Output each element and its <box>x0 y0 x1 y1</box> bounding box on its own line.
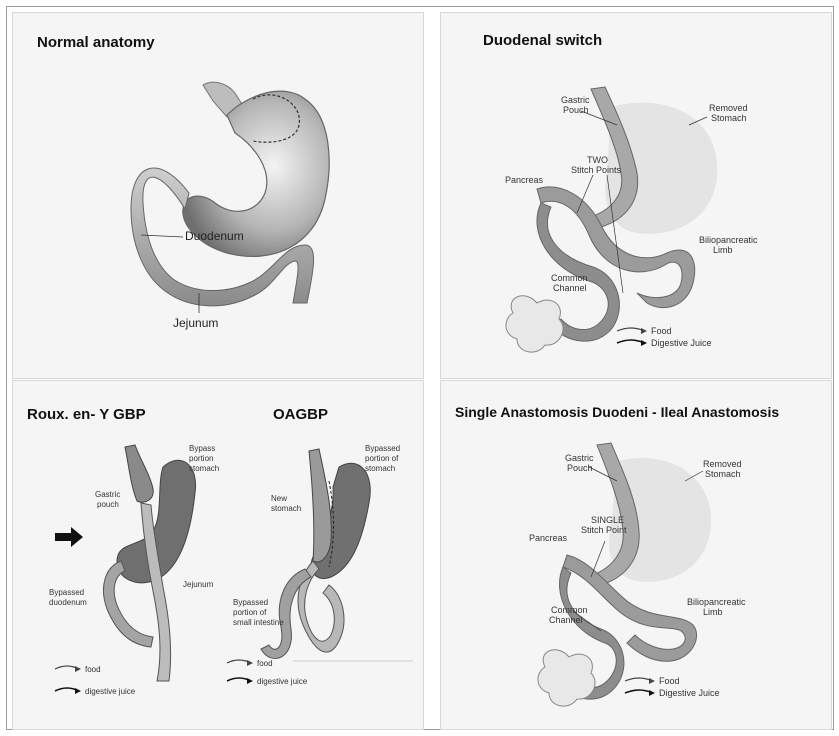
label-gastric-1: Gastric <box>561 95 590 105</box>
colon <box>538 650 595 706</box>
oa-label-food: food <box>257 659 273 668</box>
oa-label-bypassed-2: portion of <box>365 454 399 463</box>
food-arrow-icon <box>625 678 653 681</box>
label-bilio-1: Biliopancreatic <box>699 235 758 245</box>
label-bilio-2: Limb <box>703 607 723 617</box>
label-common-2: Channel <box>549 615 583 625</box>
rny-label-gastric-2: pouch <box>97 500 119 509</box>
label-digestive-juice: Digestive Juice <box>659 688 720 698</box>
rny-label-jejunum: Jejunum <box>183 580 214 589</box>
label-stitch-2: Stitch Point <box>581 525 627 535</box>
label-stitch-2: Stitch Points <box>571 165 622 175</box>
panel-sadi: Single Anastomosis Duodeni - Ileal Anast… <box>440 380 832 730</box>
rny-label-bypass-3: stomach <box>189 464 219 473</box>
colon <box>506 296 563 352</box>
label-gastric-2: Pouch <box>567 463 593 473</box>
oa-label-bypassed-1: Bypassed <box>365 444 400 453</box>
normal-anatomy-illustration: Duodenum Jejunum <box>13 13 424 379</box>
rny-label-juice: digestive juice <box>85 687 136 696</box>
oa-label-bypassed-3: stomach <box>365 464 395 473</box>
label-removed-1: Removed <box>709 103 748 113</box>
label-stitch-1: SINGLE <box>591 515 624 525</box>
label-removed-1: Removed <box>703 459 742 469</box>
food-arrow-icon <box>617 328 645 331</box>
rny-label-bypass-1: Bypass <box>189 444 215 453</box>
label-removed-2: Stomach <box>711 113 747 123</box>
rny-label-bypassed-2: duodenum <box>49 598 87 607</box>
label-jejunum: Jejunum <box>173 316 218 330</box>
rny-label-bypassed-1: Bypassed <box>49 588 84 597</box>
label-food: Food <box>659 676 680 686</box>
oa-label-juice: digestive juice <box>257 677 308 686</box>
oa-label-si-3: small intestine <box>233 618 284 627</box>
rny-gastric-pouch <box>125 445 153 502</box>
label-digestive-juice: Digestive Juice <box>651 338 712 348</box>
digestive-juice-arrow-icon <box>625 690 653 693</box>
label-gastric-2: Pouch <box>563 105 589 115</box>
label-removed-2: Stomach <box>705 469 741 479</box>
label-pancreas: Pancreas <box>505 175 544 185</box>
label-duodenum: Duodenum <box>185 229 244 243</box>
rny-label-bypass-2: portion <box>189 454 213 463</box>
label-common-1: Common <box>551 605 588 615</box>
rny-label-gastric-1: Gastric <box>95 490 120 499</box>
panel-normal-anatomy: Normal anatomy Duodenum Jejunum <box>12 12 424 379</box>
oa-label-si-2: portion of <box>233 608 267 617</box>
pointer-arrow-icon <box>55 527 83 547</box>
label-gastric-1: Gastric <box>565 453 594 463</box>
label-stitch-1: TWO <box>587 155 608 165</box>
sadi-illustration: Gastric Pouch Removed Stomach SINGLE Sti… <box>441 381 832 730</box>
panel-duodenal-switch: Duodenal switch Gastric Pouch Removed St… <box>440 12 832 379</box>
label-common-1: Common <box>551 273 588 283</box>
label-pancreas: Pancreas <box>529 533 568 543</box>
oa-label-si-1: Bypassed <box>233 598 268 607</box>
oa-label-new-1: New <box>271 494 287 503</box>
label-bilio-2: Limb <box>713 245 733 255</box>
rny-label-food: food <box>85 665 101 674</box>
rny-oagbp-illustration: Bypass portion stomach Gastric pouch Byp… <box>13 381 424 730</box>
label-common-2: Channel <box>553 283 587 293</box>
oagbp-new-stomach <box>309 449 331 562</box>
label-bilio-1: Biliopancreatic <box>687 597 746 607</box>
digestive-juice-arrow-icon <box>617 340 645 343</box>
duodenal-switch-illustration: Gastric Pouch Removed Stomach TWO Stitch… <box>441 13 832 379</box>
panel-roux-en-y-oagbp: Roux. en- Y GBP OAGBP Bypass portion sto… <box>12 380 424 730</box>
oa-label-new-2: stomach <box>271 504 301 513</box>
label-food: Food <box>651 326 672 336</box>
